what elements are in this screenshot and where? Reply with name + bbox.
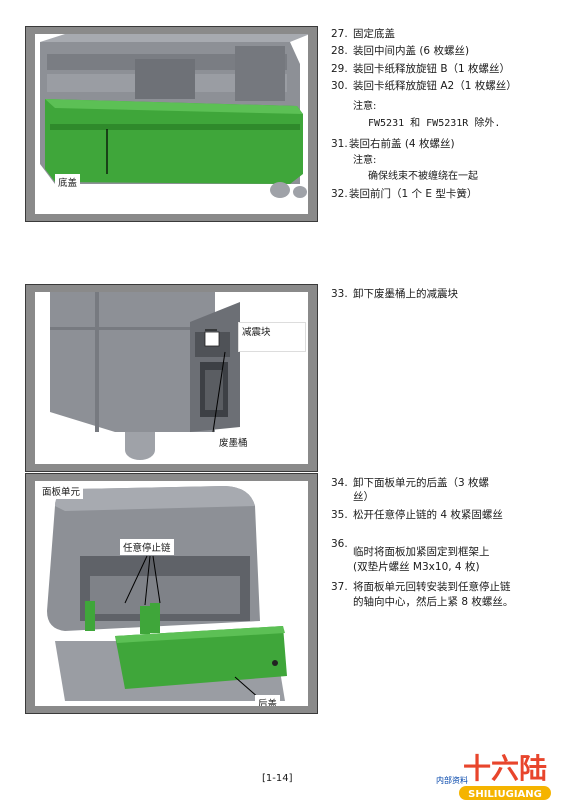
logo-icon: 十六陆 SHILIUGIANG (459, 752, 551, 800)
figure-bottom-cover: 底盖 (25, 26, 318, 222)
panel-unit-illustration (35, 481, 308, 706)
label-stop-chain: 任意停止链 (120, 539, 174, 555)
step-34: 34. 卸下面板单元的后盖（3 枚螺 (331, 476, 489, 490)
step-33: 33. 卸下废墨桶上的减震块 (331, 287, 458, 301)
waste-tank-illustration (35, 292, 308, 464)
label-damper: 减震块 (238, 322, 306, 352)
label-bottom-cover: 底盖 (55, 174, 81, 190)
step-number: 28. (331, 45, 348, 57)
step-text: 装回中间内盖 (6 枚螺丝) (353, 45, 470, 57)
step-text: 装回卡纸释放旋钮 B（1 枚螺丝） (353, 63, 511, 75)
label-rear-cover: 后盖 (255, 695, 281, 706)
step-28: 28. 装回中间内盖 (6 枚螺丝) (331, 44, 469, 58)
step-27: 27. 固定底盖 (331, 27, 395, 41)
footer-internal-text: 内部资料 (436, 776, 468, 785)
figure-waste-tank: 减震块 废墨桶 (25, 284, 318, 472)
step-36: 36. (331, 537, 353, 551)
note-1-label: 注意: (353, 101, 377, 112)
note-2-text: 确保线束不被缠绕在一起 (368, 171, 478, 182)
note-1-text: FW5231 和 FW5231R 除外. (368, 118, 501, 129)
svg-text:十六陆: 十六陆 (463, 752, 547, 785)
figure-bottom-cover-image: 底盖 (35, 34, 308, 214)
page-number: [1-14] (262, 773, 293, 784)
step-36-cont: (双垫片螺丝 M3x10, 4 枚) (353, 561, 480, 573)
step-31: 31.装回右前盖 (4 枚螺丝) (331, 137, 455, 151)
step-36-text: 临时将面板加紧固定到框架上 (353, 546, 490, 558)
svg-text:SHILIUGIANG: SHILIUGIANG (468, 789, 542, 800)
step-number: 32. (331, 188, 348, 200)
step-text: 卸下废墨桶上的减震块 (353, 288, 458, 300)
step-number: 27. (331, 28, 348, 40)
step-text: 将面板单元回转安装到任意停止链 (353, 581, 511, 593)
step-30: 30. 装回卡纸释放旋钮 A2（1 枚螺丝） (331, 79, 517, 93)
step-number: 31. (331, 138, 348, 150)
step-number: 34. (331, 477, 348, 489)
step-37: 37. 将面板单元回转安装到任意停止链 (331, 580, 511, 594)
step-text: 卸下面板单元的后盖（3 枚螺 (353, 477, 490, 489)
figure-panel-unit: 面板单元 任意停止链 后盖 (25, 473, 318, 714)
label-panel-unit: 面板单元 (39, 483, 84, 499)
label-waste-tank: 废墨桶 (216, 434, 251, 450)
step-number: 30. (331, 80, 348, 92)
step-text: 固定底盖 (353, 28, 395, 40)
step-37-cont: 的轴向中心，然后上紧 8 枚螺丝。 (353, 596, 514, 608)
step-number: 29. (331, 63, 348, 75)
step-35: 35. 松开任意停止链的 4 枚紧固螺丝 (331, 508, 503, 522)
step-number: 35. (331, 509, 348, 521)
printer-bottom-illustration (35, 34, 308, 214)
note-2-label: 注意: (353, 155, 377, 166)
step-34-cont: 丝） (353, 491, 374, 503)
figure-panel-unit-image: 面板单元 任意停止链 后盖 (35, 481, 308, 706)
step-number: 36. (331, 538, 348, 550)
step-32: 32.装回前门（1 个 E 型卡簧） (331, 187, 477, 201)
step-29: 29. 装回卡纸释放旋钮 B（1 枚螺丝） (331, 62, 510, 76)
step-text: 装回前门（1 个 E 型卡簧） (349, 188, 478, 200)
step-number: 33. (331, 288, 348, 300)
watermark-logo: 十六陆 SHILIUGIANG (449, 748, 561, 804)
step-text: 装回卡纸释放旋钮 A2（1 枚螺丝） (353, 80, 517, 92)
step-number: 37. (331, 581, 348, 593)
step-text: 松开任意停止链的 4 枚紧固螺丝 (353, 509, 503, 521)
step-text: 装回右前盖 (4 枚螺丝) (349, 138, 455, 150)
figure-waste-tank-image: 减震块 废墨桶 (35, 292, 308, 464)
